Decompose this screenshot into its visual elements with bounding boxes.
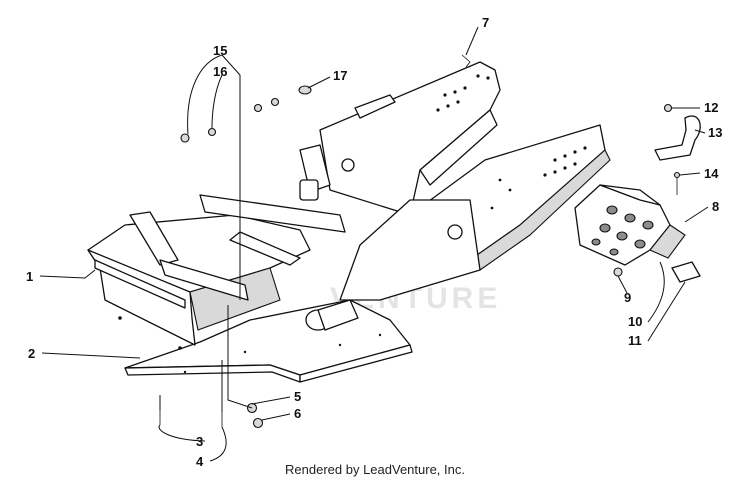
callout-2: 2 [28,346,35,361]
frame-tunnel [319,61,611,301]
callout-15: 15 [213,43,227,58]
callout-11: 11 [628,333,642,348]
small-plate [671,261,701,283]
callout-1: 1 [26,269,33,284]
callout-3: 3 [196,434,203,449]
callout-8: 8 [712,199,719,214]
callout-4: 4 [196,454,204,469]
callout-13: 13 [708,125,722,140]
callout-17: 17 [333,68,347,83]
mounting-bracket [574,184,686,266]
callout-10: 10 [628,314,642,329]
callout-6: 6 [294,406,301,421]
front-bulkhead [87,94,396,350]
callout-7: 7 [482,15,489,30]
callout-5: 5 [294,389,301,404]
render-credit: Rendered by LeadVenture, Inc. [285,462,465,477]
rod-handle [654,115,701,161]
fasteners [159,54,681,429]
leader-lines [39,26,709,462]
callout-14: 14 [704,166,719,181]
callout-16: 16 [213,64,227,79]
callout-12: 12 [704,100,718,115]
callout-labels: 1 2 3 4 5 6 7 8 9 10 11 12 13 14 15 16 1… [26,15,722,469]
callout-9: 9 [624,290,631,305]
